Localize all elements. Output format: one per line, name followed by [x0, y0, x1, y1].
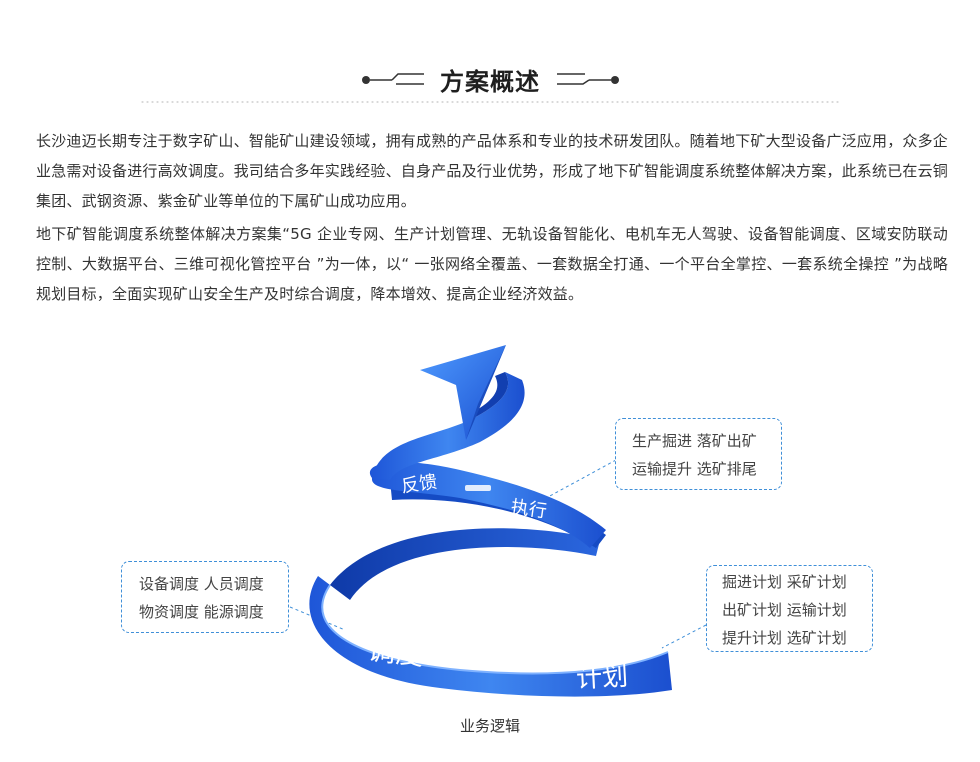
- callout-plan-line-2: 出矿计划 运输计划: [722, 601, 847, 619]
- page-title: 方案概述: [440, 68, 540, 96]
- arrow-head-icon: [420, 345, 506, 440]
- connector-line-schedule: [289, 606, 346, 631]
- ribbon-slot: [465, 485, 491, 491]
- callout-plan-line-3: 提升计划 选矿计划: [722, 629, 847, 647]
- connector-line-plan: [661, 624, 707, 649]
- callout-schedule-line-2: 物资调度 能源调度: [139, 603, 264, 621]
- ribbon-label-feedback: 反馈: [399, 471, 439, 498]
- callout-execute-line-1: 生产掘进 落矿出矿: [632, 432, 757, 450]
- intro-paragraph-1: 长沙迪迈长期专注于数字矿山、智能矿山建设领域，拥有成熟的产品体系和专业的技术研发…: [36, 132, 949, 210]
- ribbon-bottom-edge: [321, 584, 669, 675]
- title-divider: [140, 101, 840, 103]
- connector-line-execute: [547, 459, 617, 498]
- ribbon-upper: [372, 372, 525, 480]
- section-header: 方案概述: [0, 58, 980, 102]
- arrow-head-shade: [466, 345, 506, 440]
- ribbon-label-execute: 执行: [509, 496, 549, 523]
- business-logic-diagram: [289, 345, 707, 697]
- ribbon-label-plan: 计划: [575, 661, 629, 695]
- callout-execute-line-2: 运输提升 选矿排尾: [632, 460, 757, 478]
- callout-plan-line-1: 掘进计划 采矿计划: [722, 573, 847, 591]
- circuit-decoration-left-icon: [362, 73, 424, 85]
- diagram-caption: 业务逻辑: [459, 717, 520, 735]
- callout-plan: 掘进计划 采矿计划 出矿计划 运输计划 提升计划 选矿计划: [706, 565, 873, 652]
- callout-schedule-line-1: 设备调度 人员调度: [139, 575, 264, 593]
- ribbon-bottom: [309, 576, 672, 697]
- callout-execute: 生产掘进 落矿出矿 运输提升 选矿排尾: [615, 418, 782, 490]
- ribbon-label-schedule: 调度: [366, 633, 426, 672]
- intro-paragraph-2: 地下矿智能调度系统整体解决方案集“5G 企业专网、生产计划管理、无轨设备智能化、…: [36, 225, 948, 303]
- ribbon-middle: [369, 462, 606, 548]
- ribbon-bottom-inner: [330, 528, 600, 600]
- callout-schedule: 设备调度 人员调度 物资调度 能源调度: [121, 561, 289, 633]
- ribbon-upper-shade: [462, 372, 509, 420]
- circuit-decoration-right-icon: [557, 73, 619, 85]
